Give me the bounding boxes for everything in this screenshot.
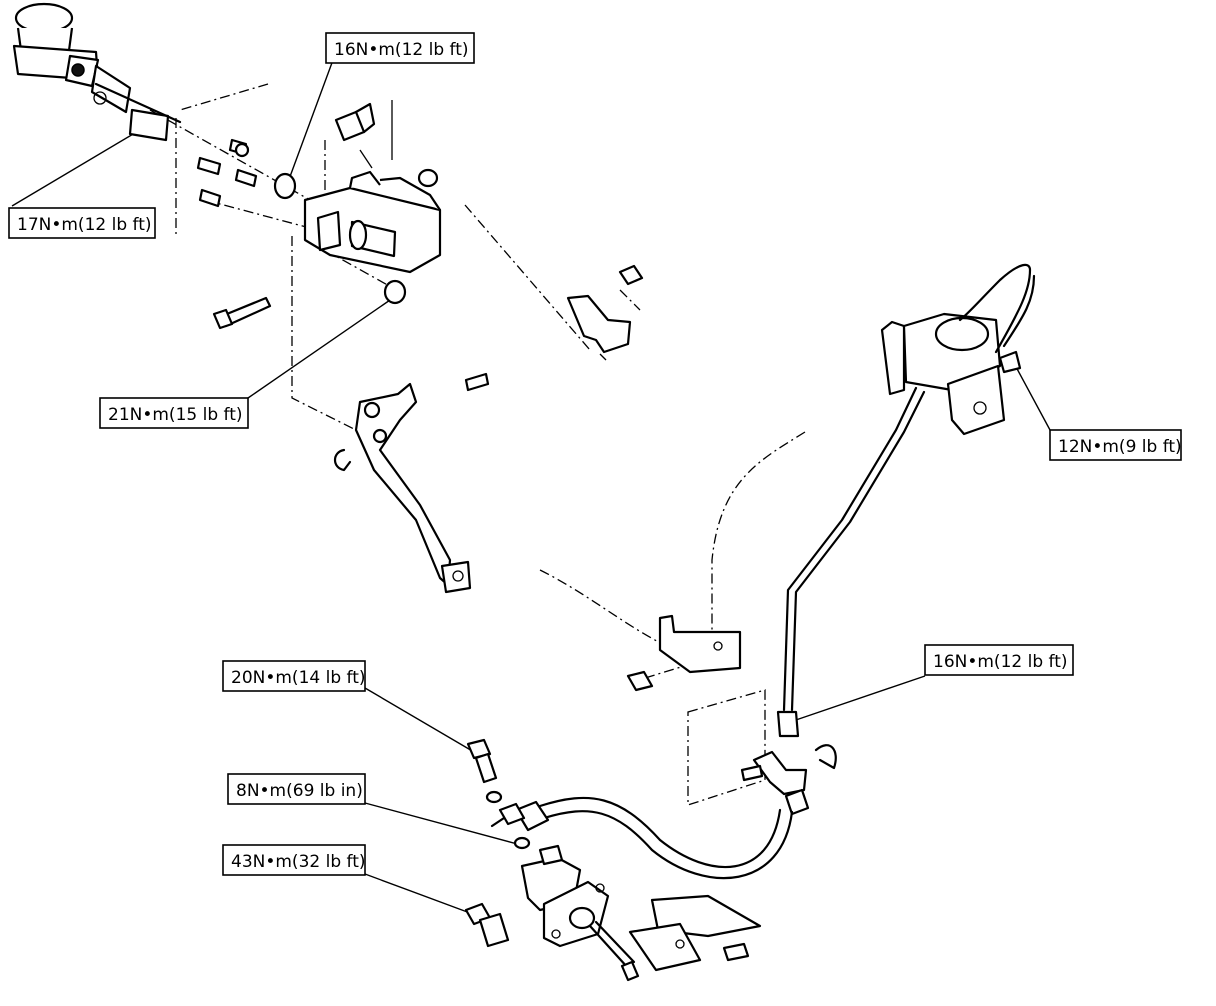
pedal-bracket: [303, 100, 442, 274]
torque-callout-master-cylinder: 17N•m(12 lb ft): [8, 207, 156, 239]
pedal-pivot-bolt: [212, 279, 407, 330]
clutch-hose: [490, 796, 794, 880]
bushings-and-pins: [196, 138, 297, 208]
torque-callout-pedal-nut: 21N•m(15 lb ft): [99, 397, 249, 429]
heat-shield-bracket: [628, 894, 762, 972]
clutch-master-cylinder-right: [880, 263, 1036, 436]
torque-callout-pipe-fitting-top: 12N•m(9 lb ft): [1049, 429, 1182, 461]
clutch-pedal: [333, 372, 490, 594]
torque-callout-master-nut: 16N•m(12 lb ft): [325, 32, 475, 64]
hose-bolts-and-washers: [464, 738, 531, 948]
nut-16nm: [273, 172, 297, 200]
pedal-switch-bracket: [566, 264, 644, 361]
clutch-master-cylinder-left: [12, 2, 182, 142]
clutch-release-cylinder: [520, 844, 640, 982]
torque-callout-pipe-fitting-bottom: 16N•m(12 lb ft): [924, 644, 1074, 676]
leader-lines: [11, 59, 1051, 914]
svg-text:8N•m(69 lb in): 8N•m(69 lb in): [236, 781, 363, 801]
svg-text:20N•m(14 lb ft): 20N•m(14 lb ft): [231, 668, 366, 688]
nut-21nm: [383, 279, 407, 305]
torque-callout-bleeder: 8N•m(69 lb in): [227, 773, 366, 805]
reference-lines: [149, 83, 806, 806]
torque-callout-hose-bolt: 20N•m(14 lb ft): [222, 660, 366, 692]
clutch-pipe: [776, 386, 926, 738]
svg-text:12N•m(9 lb ft): 12N•m(9 lb ft): [1058, 437, 1182, 457]
svg-text:17N•m(12 lb ft): 17N•m(12 lb ft): [17, 215, 152, 235]
svg-text:21N•m(15 lb ft): 21N•m(15 lb ft): [108, 405, 243, 425]
svg-text:43N•m(32 lb ft): 43N•m(32 lb ft): [231, 852, 366, 872]
svg-text:16N•m(12 lb ft): 16N•m(12 lb ft): [933, 652, 1068, 672]
pipe-brackets: [626, 614, 837, 816]
torque-callout-release-cylinder-bolt: 43N•m(32 lb ft): [222, 844, 366, 876]
svg-text:16N•m(12 lb ft): 16N•m(12 lb ft): [334, 40, 469, 60]
